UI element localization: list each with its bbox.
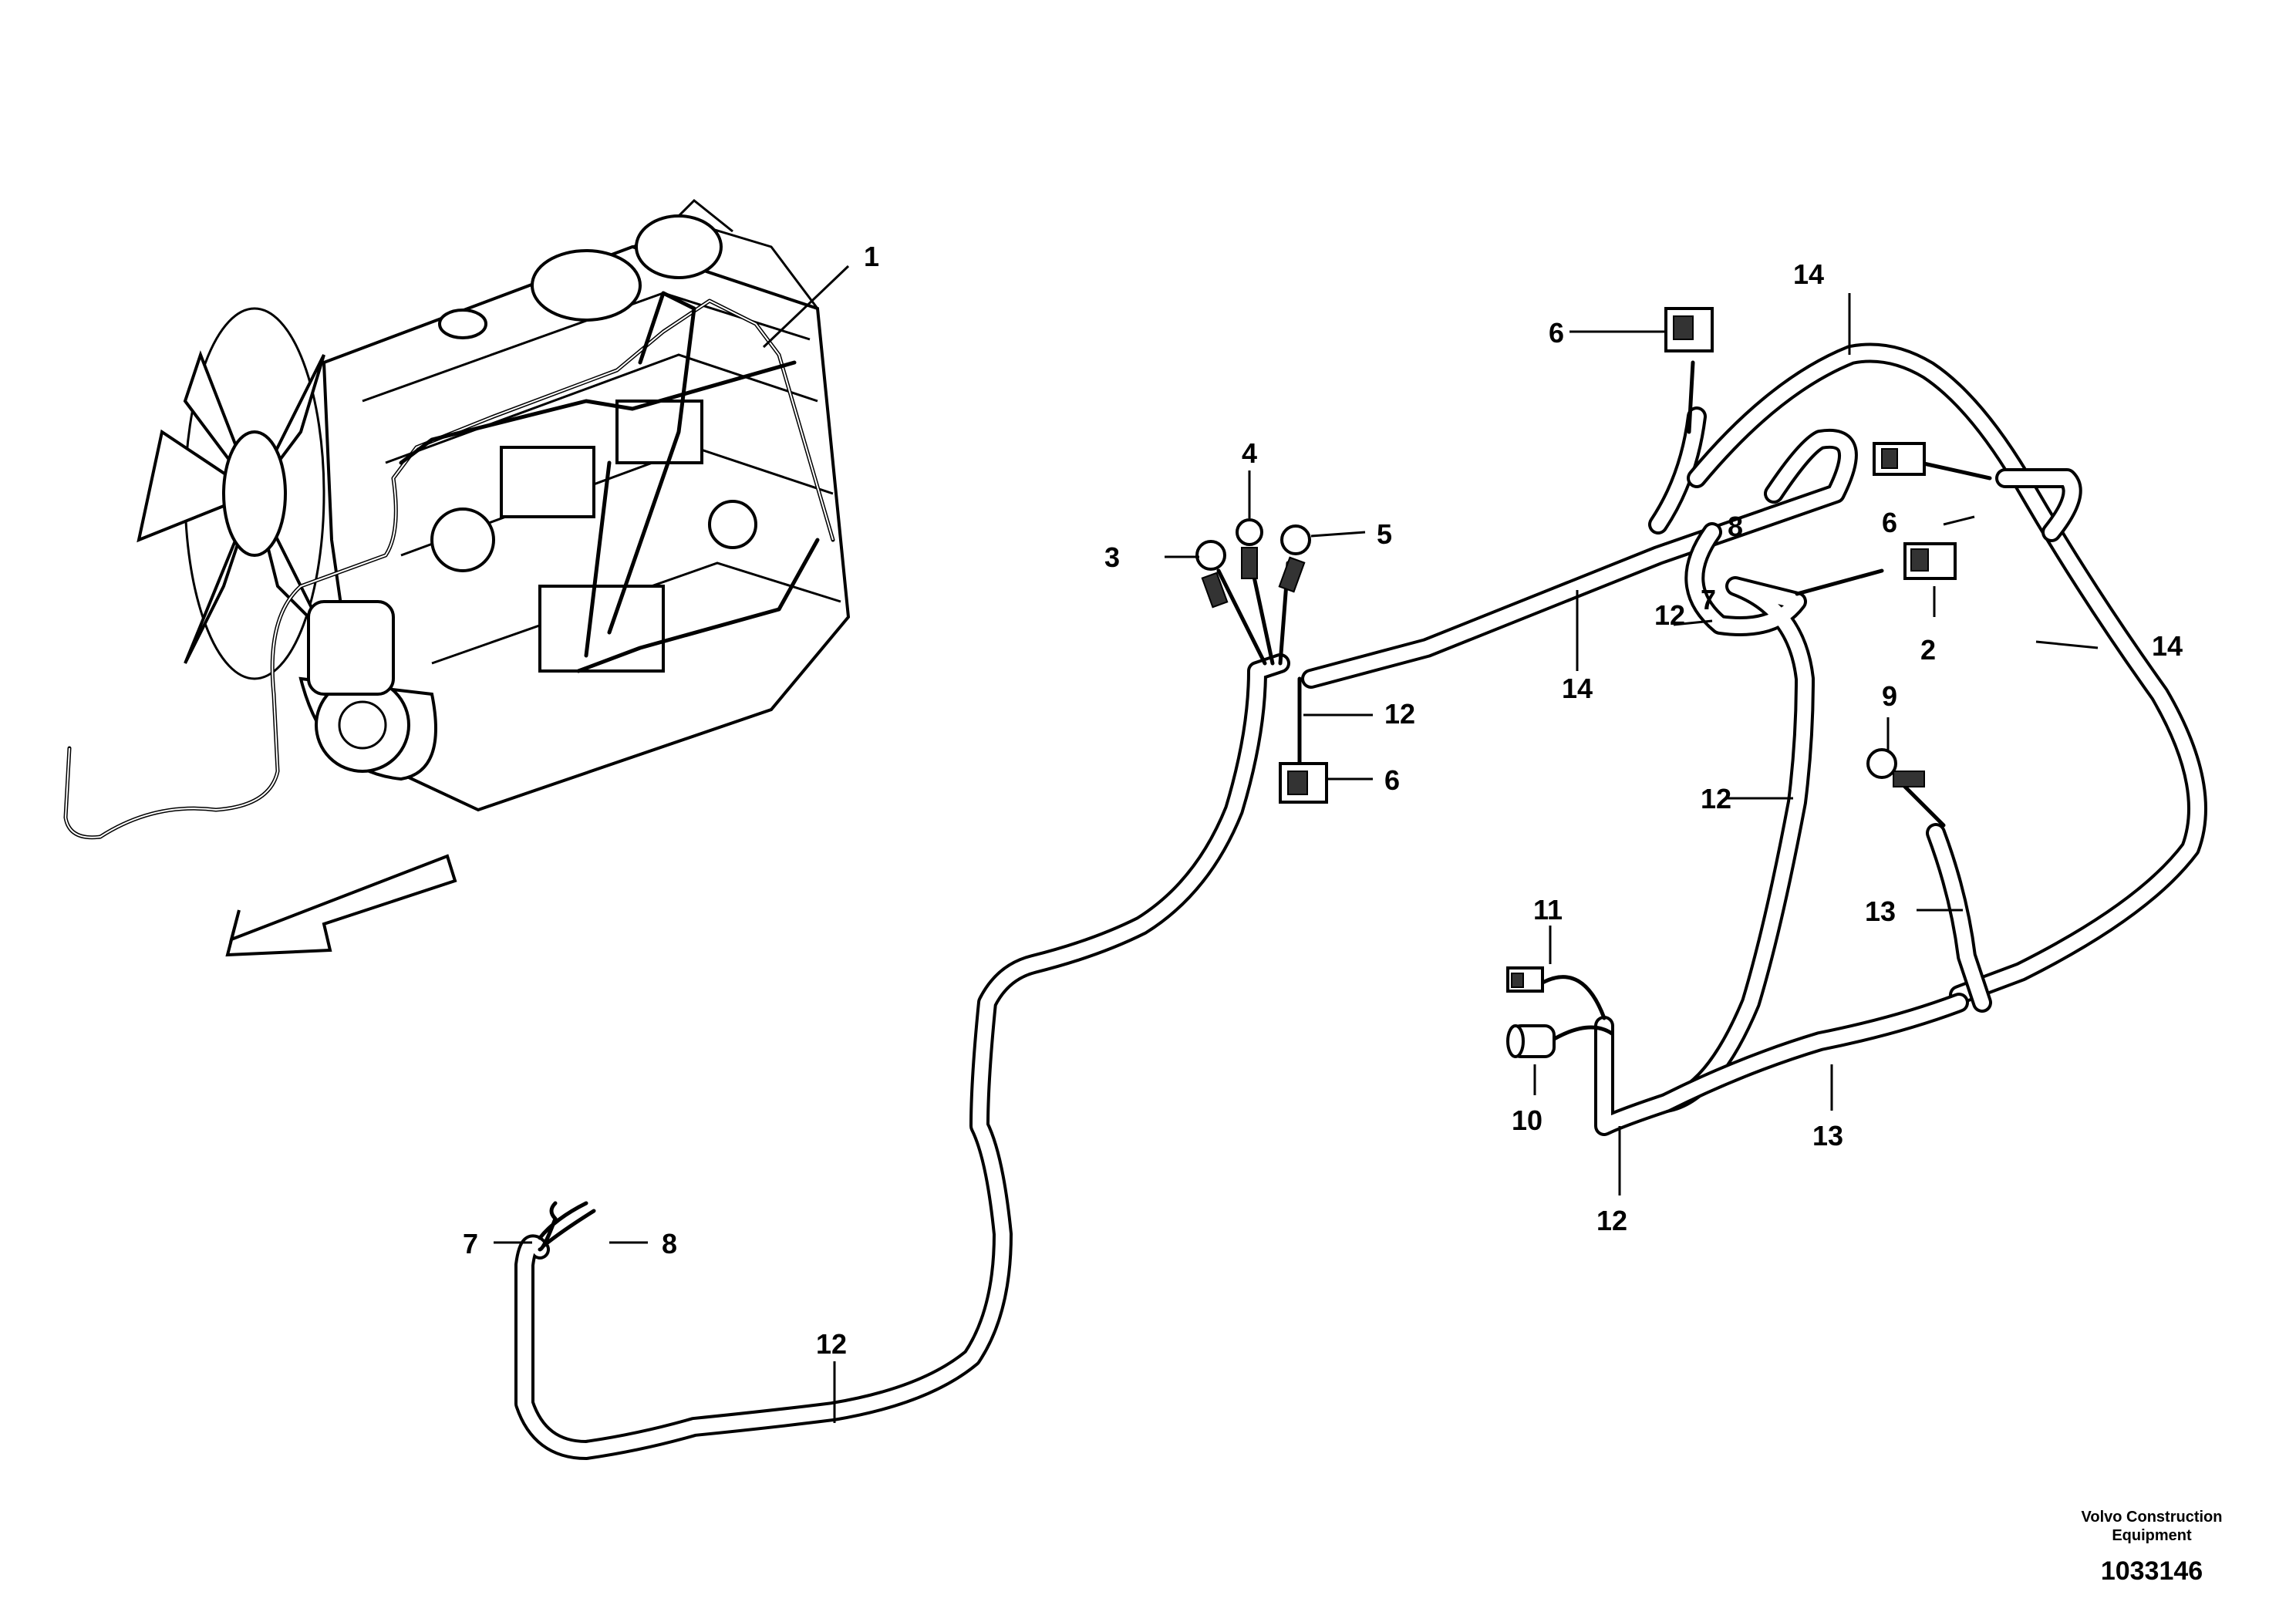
cable-harness-14-top: [1301, 406, 1858, 689]
callout-7-lower: 7: [463, 1228, 478, 1259]
connector-6-right: [1873, 442, 1992, 481]
ring-terminal-5: [1278, 524, 1311, 666]
callout-1: 1: [864, 241, 879, 272]
callout-12-lower-left: 12: [816, 1328, 847, 1360]
ring-terminal-3: [1195, 540, 1267, 666]
hook-terminals-7-8-lower: [538, 1201, 596, 1252]
callout-2: 2: [1920, 634, 1936, 666]
callout-8-upper: 8: [1728, 511, 1743, 542]
callout-12-upper-left: 12: [1384, 698, 1415, 730]
company-name-line1: Volvo Construction: [2082, 1509, 2223, 1526]
callout-6-top: 6: [1549, 317, 1564, 349]
callout-12-upper-right: 12: [1654, 599, 1685, 631]
engine-block: [298, 198, 851, 812]
callout-12-mid-right: 12: [1701, 783, 1731, 814]
drawing-number: 1033146: [2101, 1556, 2203, 1586]
plug-10: [1506, 1024, 1614, 1058]
connector-6-lower: [1279, 676, 1328, 804]
drawing-footer: Volvo Construction Equipment 1033146: [2082, 1509, 2223, 1586]
callout-5: 5: [1377, 518, 1392, 550]
callout-14-top: 14: [1793, 258, 1824, 290]
callout-14-right: 14: [2152, 630, 2183, 662]
callout-3: 3: [1104, 541, 1120, 573]
callout-labels: 1 3 4 5 6 6 6 12 14 14 14 8 7 12 2 9 12 …: [463, 241, 2183, 1360]
front-direction-arrow: [225, 854, 457, 957]
leader-lines: [494, 265, 2099, 1423]
callout-14-mid: 14: [1562, 673, 1593, 704]
ring-terminal-4: [1236, 518, 1275, 666]
company-name-line2: Equipment: [2112, 1527, 2192, 1544]
callout-8-lower: 8: [662, 1228, 677, 1259]
callout-13-lower: 13: [1812, 1120, 1843, 1152]
connector-2: [1795, 542, 1957, 596]
connector-6-top: [1664, 307, 1714, 434]
callout-6-right: 6: [1882, 507, 1897, 538]
engine-illustration: [63, 198, 851, 957]
connector-11: [1506, 966, 1607, 1020]
cable-harness-12-long: [514, 653, 1290, 1460]
cable-harness-14-right: [1687, 342, 2207, 1005]
callout-11: 11: [1533, 894, 1563, 926]
callout-6-lower: 6: [1384, 764, 1400, 796]
engine-fan: [137, 307, 325, 680]
callout-13-upper: 13: [1865, 895, 1896, 927]
engine-harness-1: [63, 291, 835, 840]
callout-9: 9: [1882, 680, 1897, 712]
callout-4: 4: [1242, 437, 1257, 469]
callout-7-upper: 7: [1701, 584, 1716, 615]
cable-harness-12-right: [1656, 522, 1815, 1113]
callout-10: 10: [1512, 1104, 1542, 1136]
cable-harness-13: [1593, 823, 1992, 1136]
ring-terminal-9: [1866, 748, 1946, 828]
callout-12-lower-right: 12: [1596, 1205, 1627, 1236]
